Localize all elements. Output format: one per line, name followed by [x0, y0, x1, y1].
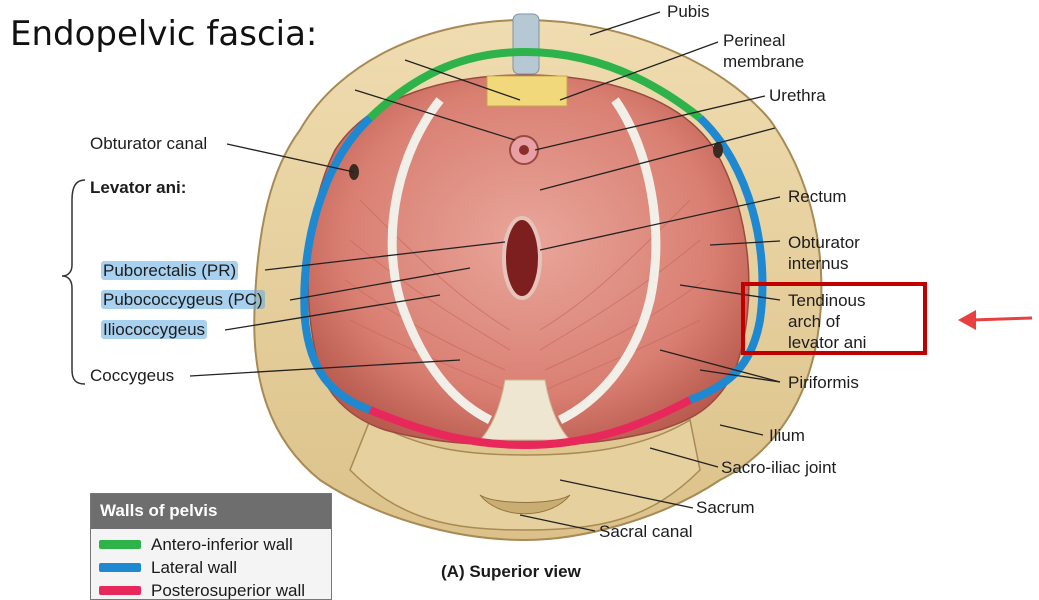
label-urethra: Urethra	[769, 86, 826, 106]
legend-title: Walls of pelvis	[91, 494, 331, 529]
rectum-shape	[504, 218, 540, 298]
label-obturator-internus-1: Obturator	[788, 233, 860, 253]
label-piriformis: Piriformis	[788, 373, 859, 393]
label-coccygeus: Coccygeus	[90, 366, 174, 386]
label-pubis: Pubis	[667, 2, 710, 22]
label-perineal-membrane-2: membrane	[723, 52, 804, 72]
label-sacrum: Sacrum	[696, 498, 755, 518]
legend-swatch	[99, 540, 141, 549]
label-iliococcygeus: Iliococcygeus	[101, 320, 207, 340]
legend-label: Posterosuperior wall	[151, 581, 305, 600]
label-obturator-canal: Obturator canal	[90, 134, 207, 154]
levator-ani-brace	[62, 180, 85, 384]
legend-item: Lateral wall	[91, 556, 331, 579]
label-sacral-canal: Sacral canal	[599, 522, 693, 542]
red-arrow-icon	[958, 310, 1032, 330]
label-perineal-membrane-1: Perineal	[723, 31, 785, 51]
label-pubococcygeus: Pubococcygeus (PC)	[101, 290, 265, 310]
view-caption: (A) Superior view	[441, 562, 581, 582]
legend-label: Lateral wall	[151, 558, 237, 578]
legend-swatch	[99, 586, 141, 595]
tendinous-arch-highlight-box	[741, 282, 927, 355]
legend-label: Antero-inferior wall	[151, 535, 293, 555]
legend-item: Antero-inferior wall	[91, 533, 331, 556]
label-obturator-internus-2: internus	[788, 254, 848, 274]
pubic-symphysis	[513, 14, 539, 74]
legend-item: Posterosuperior wall	[91, 579, 331, 600]
label-rectum: Rectum	[788, 187, 847, 207]
label-sacro-iliac-joint: Sacro-iliac joint	[721, 458, 836, 478]
legend-swatch	[99, 563, 141, 572]
label-puborectalis: Puborectalis (PR)	[101, 261, 238, 281]
label-levator-ani: Levator ani:	[90, 178, 186, 198]
label-ilium: Ilium	[769, 426, 805, 446]
perineal-membrane-shape	[487, 76, 567, 106]
